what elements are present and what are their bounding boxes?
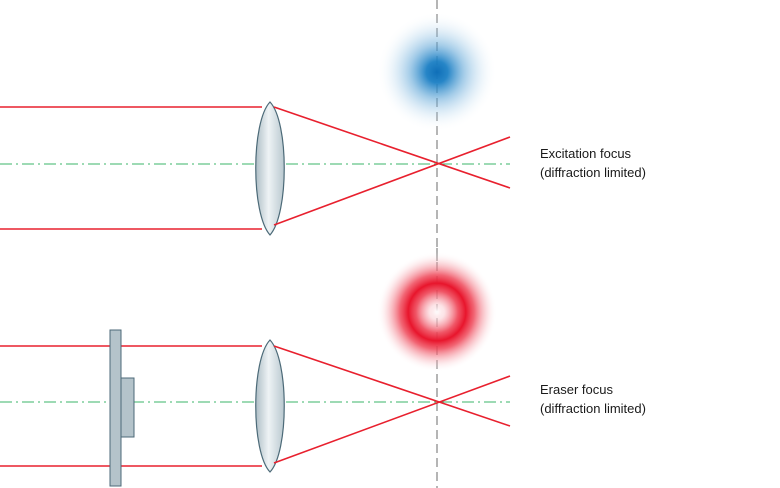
eraser-spot-icon	[377, 252, 497, 372]
eraser-focus-label-line2: (diffraction limited)	[540, 401, 646, 416]
eraser-focus-label-line1: Eraser focus	[540, 382, 613, 397]
excitation-lens-icon	[255, 101, 285, 236]
eraser-beam-lower-out	[273, 375, 511, 464]
eraser-panel	[0, 248, 511, 488]
excitation-spot-icon	[377, 12, 497, 132]
excitation-focus-label-line2: (diffraction limited)	[540, 165, 646, 180]
excitation-beam-upper-out	[273, 106, 511, 189]
eraser-lens-icon	[255, 339, 285, 473]
eraser-beam-upper-out	[273, 345, 511, 427]
eraser-focus-label: Eraser focus (diffraction limited)	[540, 380, 646, 418]
excitation-focus-label-line1: Excitation focus	[540, 146, 632, 161]
excitation-beam-lower-out	[273, 136, 511, 226]
excitation-focus-label: Excitation focus (diffraction limited)	[540, 144, 646, 182]
excitation-panel	[0, 0, 511, 262]
phase-plate-icon	[109, 329, 135, 487]
